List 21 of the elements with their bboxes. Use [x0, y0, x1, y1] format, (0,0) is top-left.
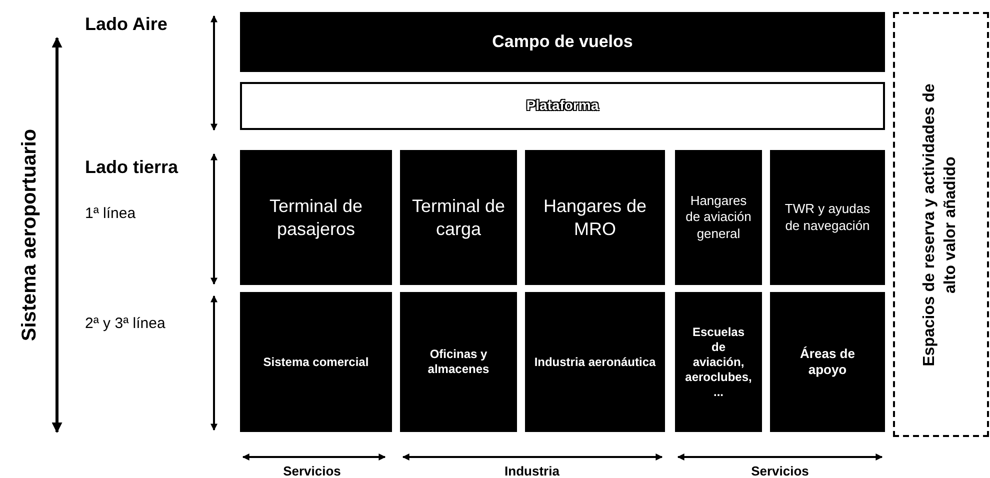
row-label: 2ª y 3ª línea [85, 315, 166, 332]
area-box: Oficinas y almacenes [400, 292, 517, 432]
axis-title: Sistema aeroportuario [18, 128, 42, 342]
row-label: Lado tierra [85, 157, 178, 178]
zone-label: Servicios [751, 464, 809, 478]
area-box: Escuelas de aviación, aeroclubes, ... [675, 292, 762, 432]
area-box: Hangares de MRO [525, 150, 665, 285]
area-box: Campo de vuelos [240, 12, 885, 72]
area-box: TWR y ayudas de navegación [770, 150, 885, 285]
area-box: Áreas de apoyo [770, 292, 885, 432]
area-box: Industria aeronáutica [525, 292, 665, 432]
zone-label: Servicios [283, 464, 341, 478]
area-box: Sistema comercial [240, 292, 392, 432]
area-box: Hangares de aviación general [675, 150, 762, 285]
zone-label: Industria [504, 464, 560, 478]
reserve-zone-box: Espacios de reserva y actividades de alto valor añadido [893, 12, 989, 437]
area-box: Terminal de pasajeros [240, 150, 392, 285]
row-label: 1ª línea [85, 205, 136, 222]
platform-box: Plataforma [240, 82, 885, 130]
row-label: Lado Aire [85, 14, 168, 35]
area-box: Terminal de carga [400, 150, 517, 285]
